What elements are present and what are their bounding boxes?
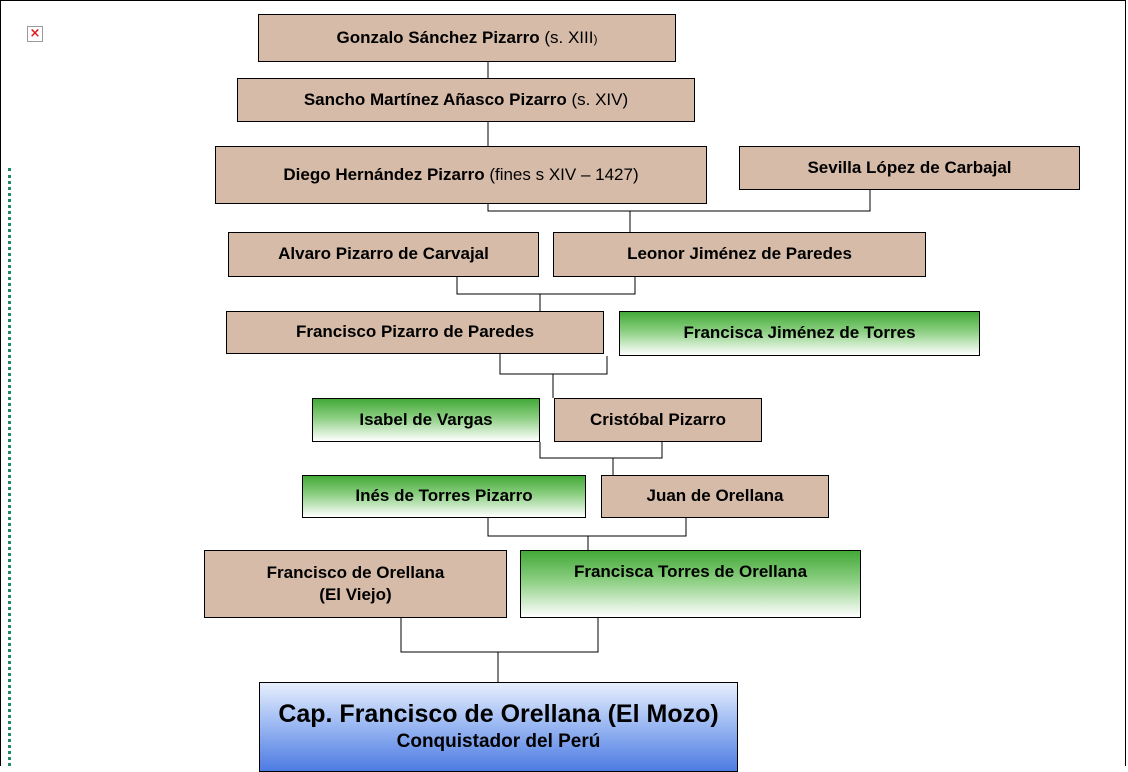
person-ines-de-torres-pizarro: Inés de Torres Pizarro xyxy=(302,475,586,518)
connector xyxy=(539,442,663,459)
person-sevilla-lopez-de-carbajal: Sevilla López de Carbajal xyxy=(739,146,1080,190)
person-name: Alvaro Pizarro de Carvajal xyxy=(278,244,489,264)
person-name: Francisco Pizarro de Paredes xyxy=(295,322,535,342)
person-gonzalo-sanchez-pizarro: Gonzalo Sánchez Pizarro (s. XIII) xyxy=(258,14,676,62)
connector xyxy=(487,518,687,537)
person-name: Sevilla López de Carbajal xyxy=(807,157,1012,177)
person-francisco-pizarro-de-paredes: Francisco Pizarro de Paredes xyxy=(226,311,604,354)
person-cristobal-pizarro: Cristóbal Pizarro xyxy=(554,398,762,442)
connector xyxy=(487,190,871,212)
subject-title: Conquistador del Perú xyxy=(396,731,601,753)
person-name: Cristóbal Pizarro xyxy=(589,409,727,429)
person-era: (s. XIV) xyxy=(566,89,629,109)
person-sancho-martinez-anasco-pizarro: Sancho Martínez Añasco Pizarro (s. XIV) xyxy=(237,78,695,122)
person-name: Gonzalo Sánchez Pizarro xyxy=(336,27,540,47)
person-name: Sancho Martínez Añasco Pizarro xyxy=(303,89,567,109)
person-leonor-jimenez-de-paredes: Leonor Jiménez de Paredes xyxy=(553,232,926,277)
person-diego-hernandez-pizarro: Diego Hernández Pizarro (fines s XIV – 1… xyxy=(215,146,707,204)
person-name: Francisca Torres de Orellana xyxy=(573,562,808,581)
person-francisca-jimenez-de-torres: Francisca Jiménez de Torres xyxy=(619,311,980,356)
connector xyxy=(456,277,636,295)
connector xyxy=(499,354,608,375)
person-era-suffix: ) xyxy=(593,31,598,46)
person-name: Inés de Torres Pizarro xyxy=(355,486,533,506)
person-alvaro-pizarro-de-carvajal: Alvaro Pizarro de Carvajal xyxy=(228,232,539,277)
person-name: Leonor Jiménez de Paredes xyxy=(627,244,852,264)
person-era: (fines s XIV – 1427) xyxy=(484,164,639,184)
connector xyxy=(400,618,599,653)
person-era: (s. XIII xyxy=(539,27,594,47)
person-name: Isabel de Vargas xyxy=(359,409,493,429)
person-francisco-de-orellana-el-viejo: Francisco de Orellana (El Viejo) xyxy=(204,550,507,618)
person-name: Juan de Orellana xyxy=(646,486,784,506)
broken-image-icon[interactable]: × xyxy=(27,26,43,42)
person-isabel-de-vargas: Isabel de Vargas xyxy=(312,398,540,442)
person-francisca-torres-de-orellana: Francisca Torres de Orellana xyxy=(520,550,861,618)
subject-name: Cap. Francisco de Orellana (El Mozo) xyxy=(278,700,719,729)
person-name: Francisca Jiménez de Torres xyxy=(683,323,916,343)
person-name: Diego Hernández Pizarro xyxy=(283,164,485,184)
dotted-margin-line xyxy=(8,168,11,766)
subject-capitan-francisco-de-orellana: Cap. Francisco de Orellana (El Mozo) Con… xyxy=(259,682,738,772)
person-nickname: (El Viejo) xyxy=(319,585,392,604)
person-name: Francisco de Orellana xyxy=(266,562,445,582)
person-juan-de-orellana: Juan de Orellana xyxy=(601,475,829,518)
